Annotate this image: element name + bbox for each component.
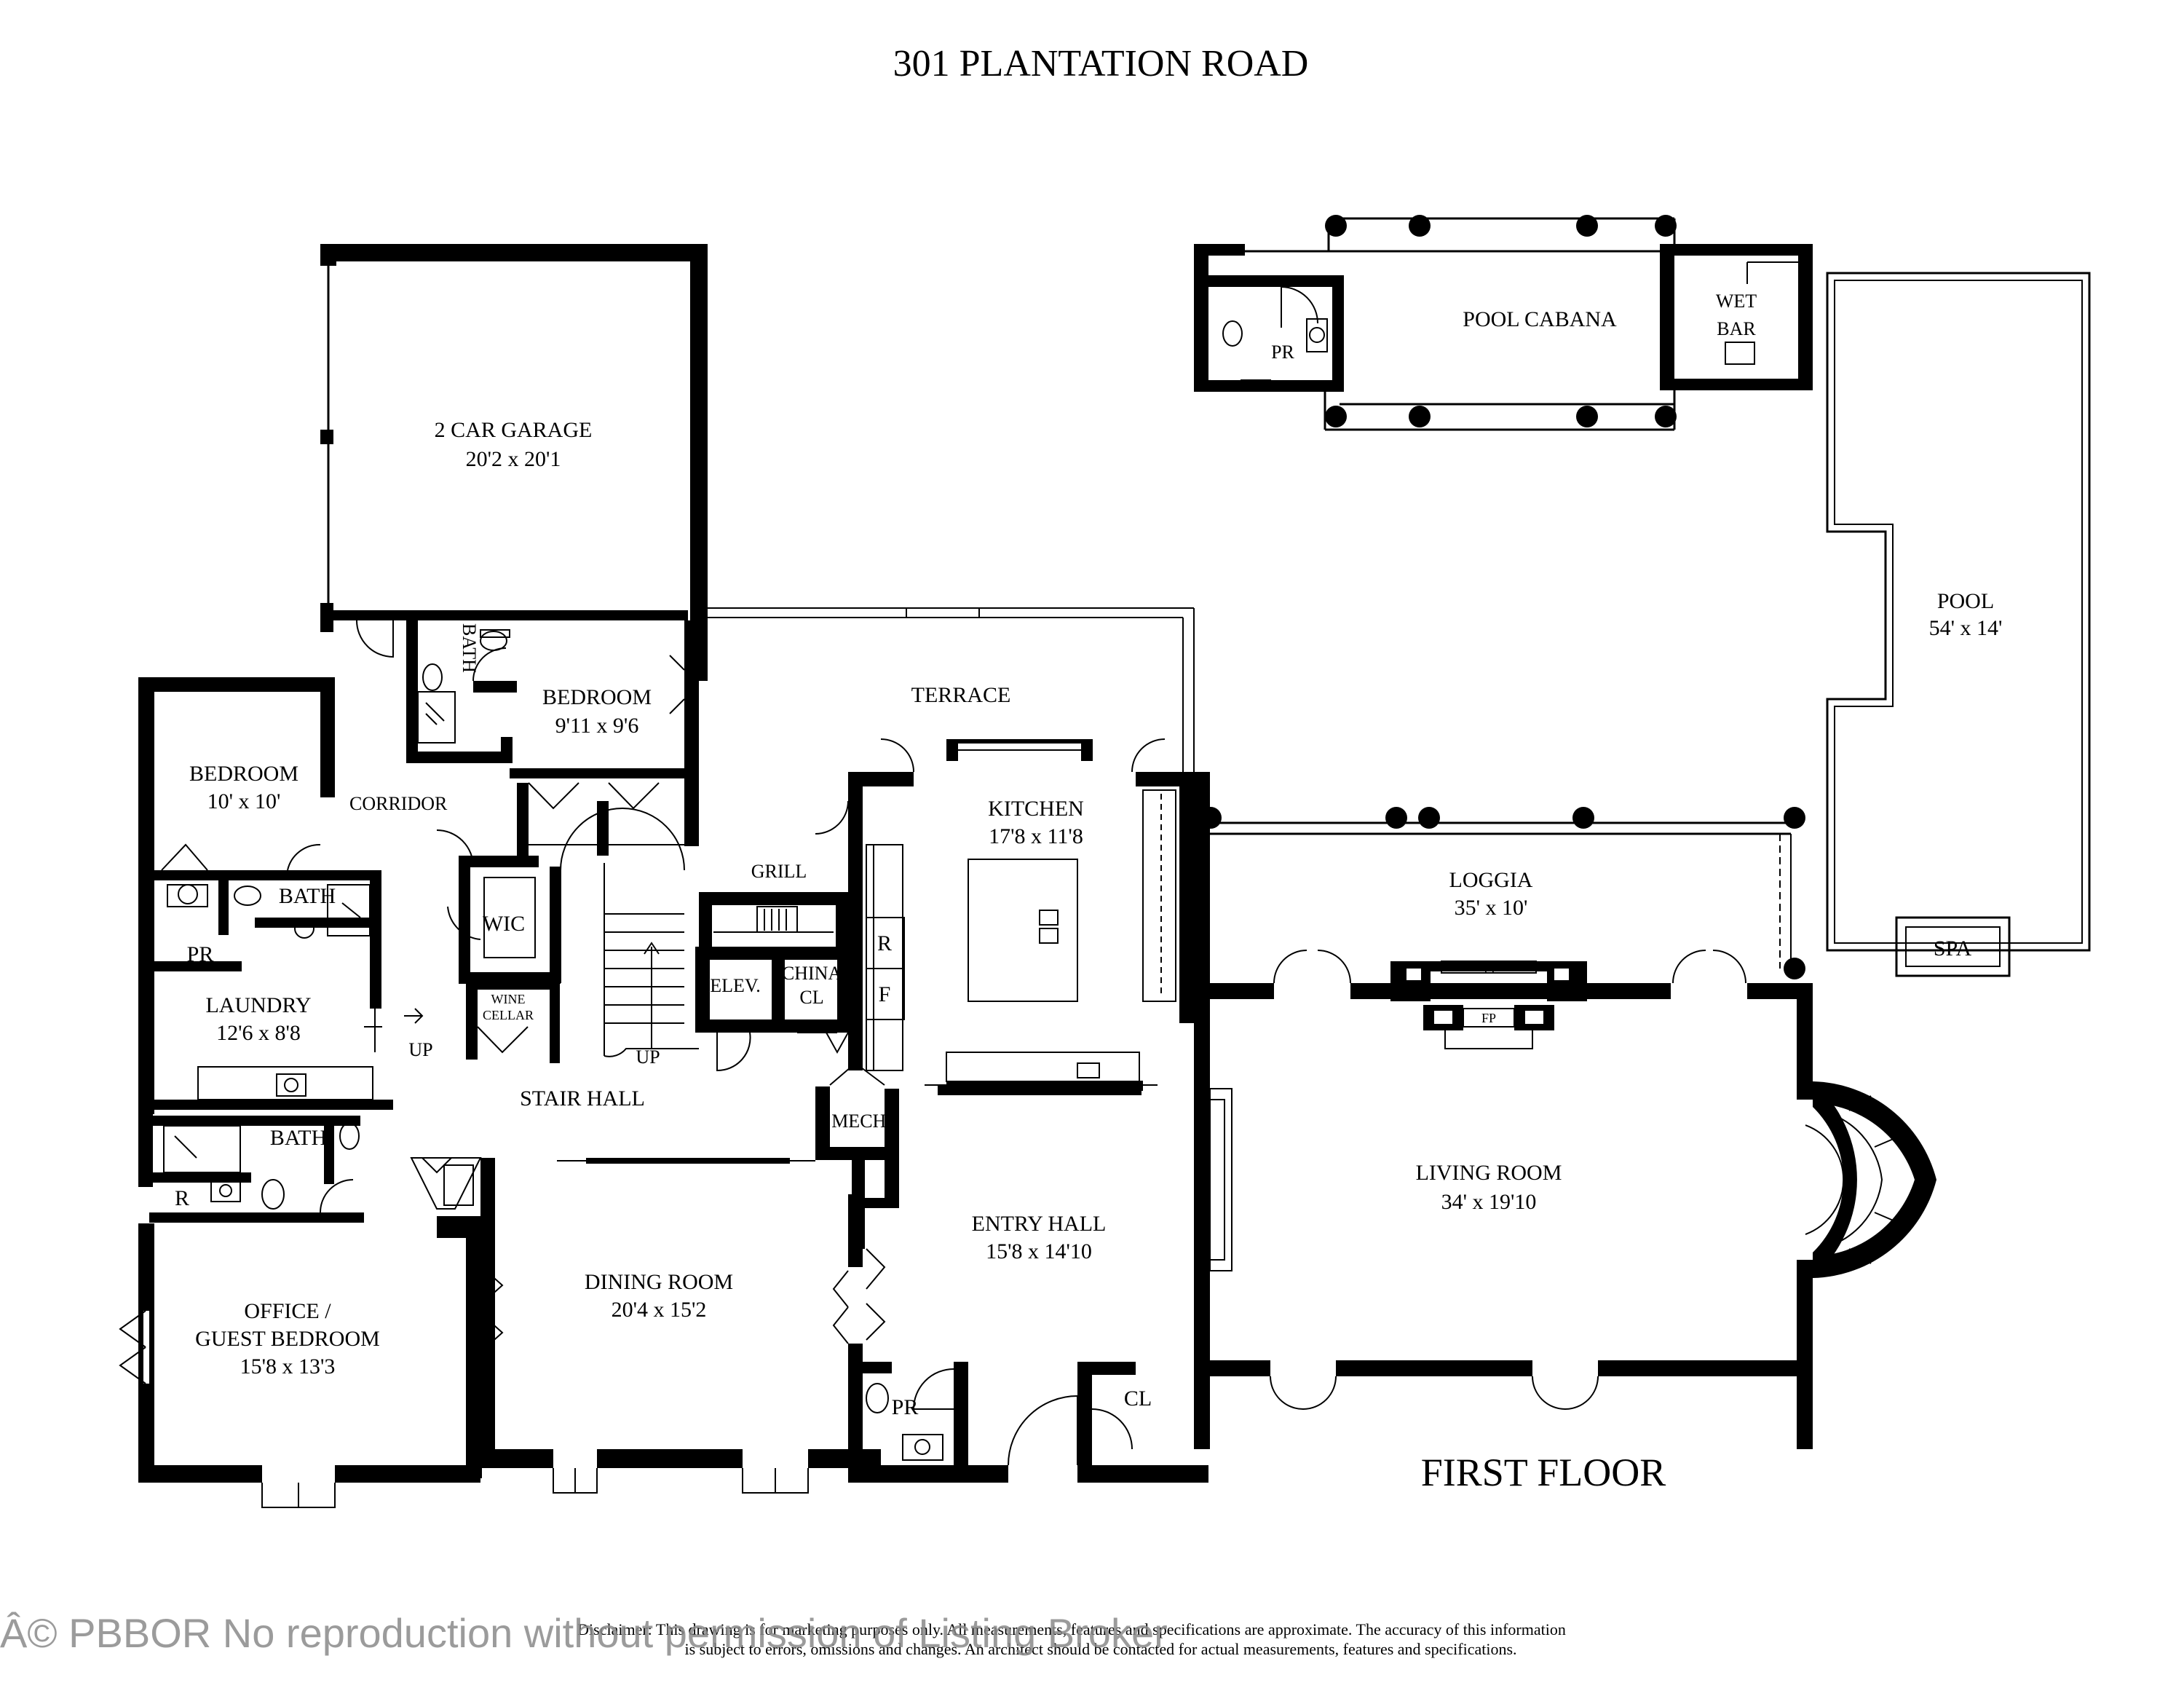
loggia-label: LOGGIA xyxy=(1449,868,1533,892)
loggia xyxy=(1194,807,1805,979)
garage-size: 20'2 x 20'1 xyxy=(466,447,561,471)
fridge-label: R xyxy=(877,931,892,955)
bath-top-label: BATH xyxy=(459,623,480,673)
wine-cellar-elev xyxy=(466,947,852,1072)
bath-low-label: BATH xyxy=(270,1126,327,1150)
pool-size: 54' x 14' xyxy=(1929,616,2003,640)
wine-cellar-label-1: WINE xyxy=(491,992,526,1006)
laundry xyxy=(138,1008,424,1110)
office-size: 15'8 x 13'3 xyxy=(240,1354,336,1379)
dining-room-size: 20'4 x 15'2 xyxy=(612,1298,707,1322)
bedroom-top-size: 9'11 x 9'6 xyxy=(555,714,639,738)
floor-label: FIRST FLOOR xyxy=(1421,1451,1666,1494)
bedroom-left-label: BEDROOM xyxy=(189,762,298,786)
office xyxy=(119,1157,504,1508)
disclaimer-line-1: Disclaimer: This drawing is for marketin… xyxy=(577,1620,1566,1638)
office-label-1: OFFICE / xyxy=(244,1299,331,1323)
pool-cabana xyxy=(1194,215,1813,431)
plan-title: 301 PLANTATION ROAD xyxy=(893,43,1309,84)
disclaimer-line-2: is subject to errors, omissions and chan… xyxy=(684,1640,1516,1658)
spa xyxy=(1895,916,2011,977)
entry-hall-label: ENTRY HALL xyxy=(972,1212,1107,1236)
pr-entry-label: PR xyxy=(892,1395,919,1419)
wic-label: WIC xyxy=(483,912,525,936)
living-room-size: 34' x 19'10 xyxy=(1441,1190,1537,1214)
stair-hall xyxy=(557,1158,815,1164)
bedroom-left xyxy=(138,677,381,1114)
laundry-size: 12'6 x 8'8 xyxy=(216,1021,301,1045)
stair-up-1: UP xyxy=(408,1039,432,1060)
wet-bar-label-2: BAR xyxy=(1717,318,1756,339)
dining-room-label: DINING ROOM xyxy=(585,1270,733,1294)
fp-bottom-label: FP xyxy=(1481,1011,1496,1025)
pr-left-label: PR xyxy=(187,942,214,966)
watermark-text: Â© PBBOR No reproduction without permiss… xyxy=(0,1610,1168,1656)
terrace-label: TERRACE xyxy=(911,683,1011,707)
loggia-size: 35' x 10' xyxy=(1455,896,1528,920)
wet-bar-label-1: WET xyxy=(1716,291,1757,312)
fp-top-label: FP xyxy=(1484,961,1498,976)
elev-label: ELEV. xyxy=(710,975,761,996)
grill-label: GRILL xyxy=(751,861,807,882)
kitchen-label: KITCHEN xyxy=(988,797,1084,821)
china-cl-label-1: CHINA xyxy=(782,963,842,984)
kitchen-size: 17'8 x 11'8 xyxy=(989,824,1083,848)
dining-room xyxy=(480,1158,881,1494)
bath-mid-label: BATH xyxy=(279,884,336,908)
wine-cellar-label-2: CELLAR xyxy=(483,1008,534,1022)
bedroom-top-label: BEDROOM xyxy=(542,685,652,709)
mech xyxy=(815,1062,899,1341)
laundry-label: LAUNDRY xyxy=(205,993,311,1017)
china-cl-label-2: CL xyxy=(799,987,823,1008)
spa-label: SPA xyxy=(1934,936,1972,961)
cabana-pr-label: PR xyxy=(1271,342,1294,363)
mech-label: MECH. xyxy=(831,1111,891,1132)
kitchen xyxy=(815,738,1194,1095)
freezer-label: F xyxy=(879,982,891,1006)
office-label-2: GUEST BEDROOM xyxy=(195,1327,380,1351)
entry-pr-cl xyxy=(848,1362,1208,1483)
garage xyxy=(320,244,708,681)
entry-hall-size: 15'8 x 14'10 xyxy=(986,1239,1092,1263)
terrace xyxy=(708,607,1195,772)
bath-low xyxy=(138,1114,364,1223)
grill xyxy=(699,892,852,950)
r-low-label: R xyxy=(175,1186,189,1210)
living-room-label: LIVING ROOM xyxy=(1416,1161,1562,1185)
garage-label: 2 CAR GARAGE xyxy=(435,418,593,442)
bedroom-top xyxy=(406,620,699,856)
pool xyxy=(1826,272,2091,952)
pool-label: POOL xyxy=(1937,589,1994,613)
cl-entry-label: CL xyxy=(1124,1387,1152,1411)
living-room xyxy=(1194,772,1936,1449)
stair-up-2: UP xyxy=(636,1046,660,1068)
corridor xyxy=(436,808,699,1057)
corridor-label: CORRIDOR xyxy=(349,793,448,814)
stair-hall-label: STAIR HALL xyxy=(520,1086,645,1111)
bedroom-left-size: 10' x 10' xyxy=(207,789,281,813)
pool-cabana-label: POOL CABANA xyxy=(1463,307,1617,331)
